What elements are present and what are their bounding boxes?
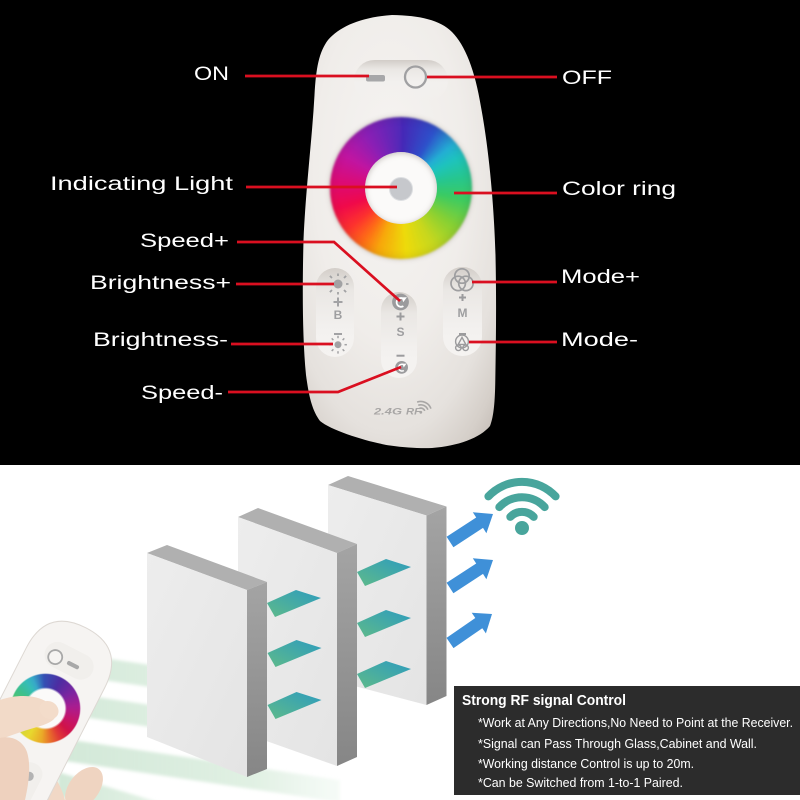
svg-text:OFF: OFF xyxy=(562,68,612,89)
svg-text:2.4G: 2.4G xyxy=(373,407,403,418)
svg-text:*Signal can Pass Through Glass: *Signal can Pass Through Glass,Cabinet a… xyxy=(478,737,757,751)
svg-text:Mode-: Mode- xyxy=(561,330,638,351)
svg-text:*Working distance Control is u: *Working distance Control is up to 20m. xyxy=(478,757,694,771)
svg-text:B: B xyxy=(334,308,343,322)
svg-text:Brightness-: Brightness- xyxy=(93,330,228,351)
svg-text:RF: RF xyxy=(406,407,421,418)
svg-text:Strong RF signal Control: Strong RF signal Control xyxy=(462,693,626,709)
svg-text:ON: ON xyxy=(194,64,229,85)
svg-text:Speed-: Speed- xyxy=(141,383,223,404)
svg-text:Brightness+: Brightness+ xyxy=(90,273,231,294)
svg-text:*Can be Switched from 1-to-1 P: *Can be Switched from 1-to-1 Paired. xyxy=(478,776,683,790)
svg-text:Mode+: Mode+ xyxy=(561,267,640,288)
svg-text:Indicating Light: Indicating Light xyxy=(50,174,234,195)
svg-text:*Work at Any Directions,No Nee: *Work at Any Directions,No Need to Point… xyxy=(478,716,793,730)
svg-text:Speed+: Speed+ xyxy=(140,231,229,252)
svg-text:Color ring: Color ring xyxy=(562,179,676,200)
svg-text:M: M xyxy=(458,306,468,320)
svg-text:S: S xyxy=(396,325,404,339)
